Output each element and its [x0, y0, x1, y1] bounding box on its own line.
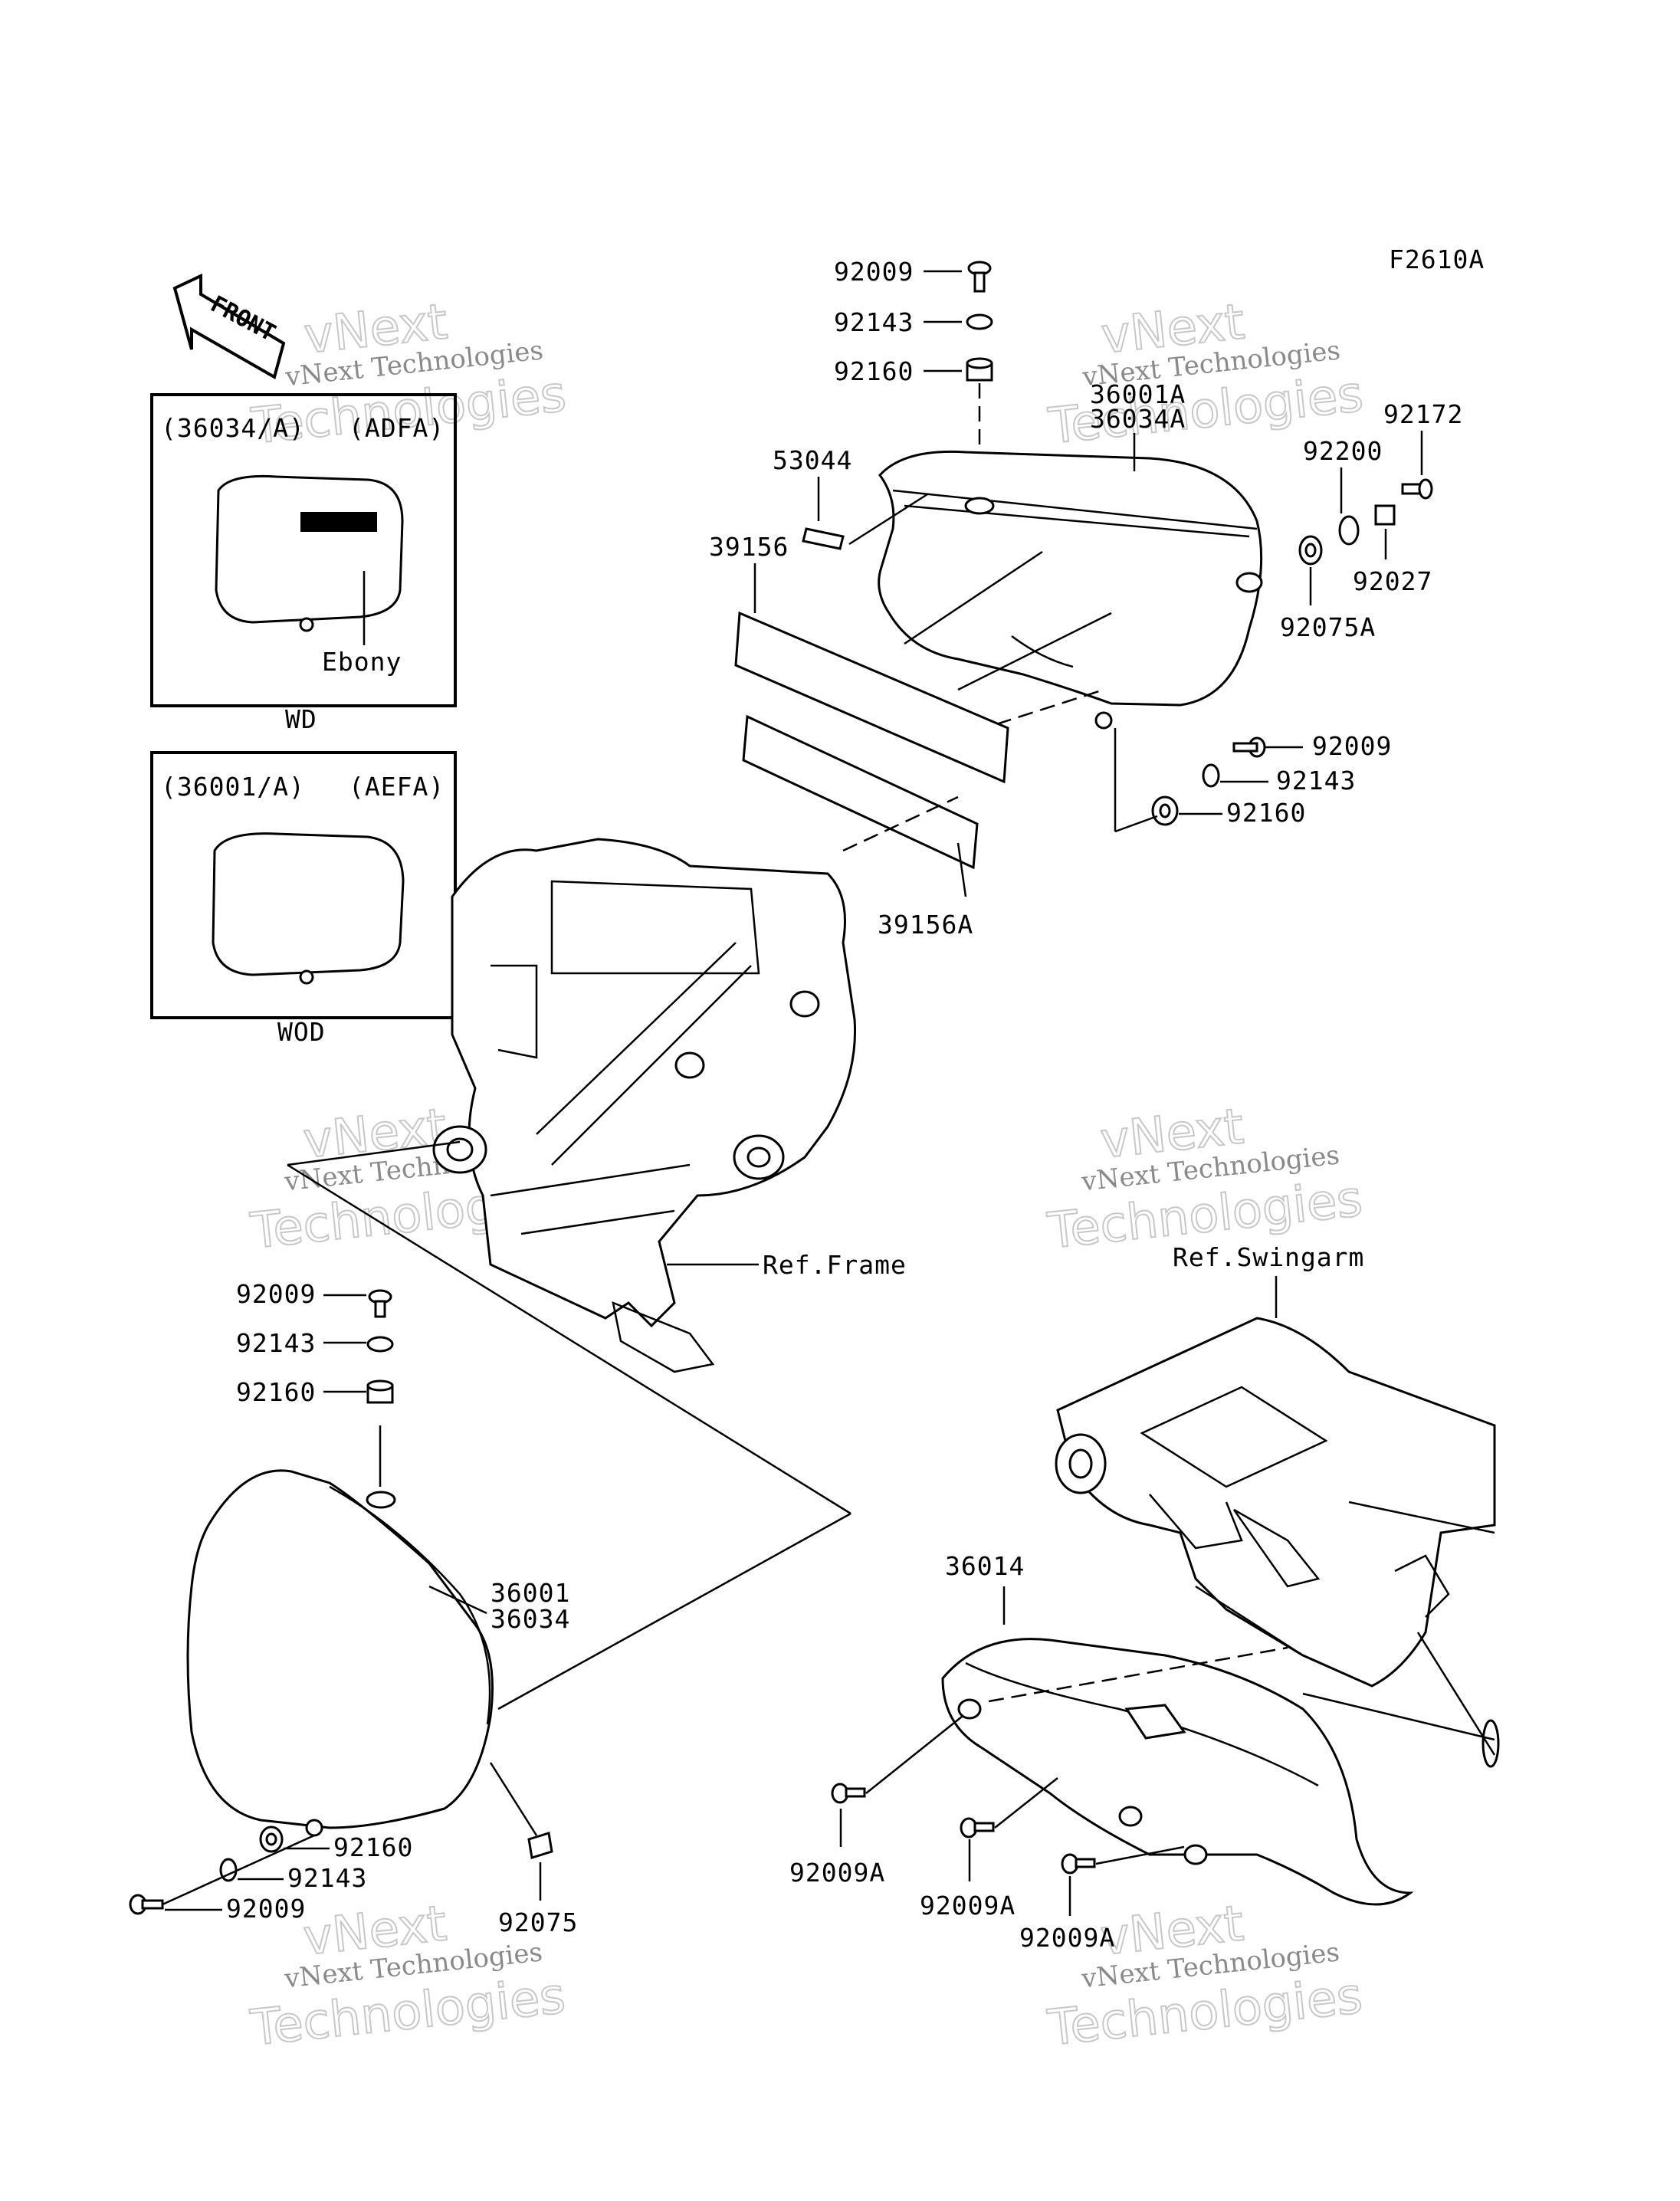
label-bolt-a1: 92009A: [789, 1858, 885, 1888]
inset-wod-part: (36001/A): [161, 772, 305, 802]
inset-wd-caption: WD: [285, 704, 317, 734]
bolt-icon: [967, 261, 992, 293]
washer-icon: [366, 1336, 394, 1353]
bolt-icon: [1061, 1853, 1096, 1875]
label-top-bolt: 92009: [834, 257, 914, 287]
inset-wod-code: (AEFA): [349, 772, 445, 802]
grommet-icon: [259, 1825, 284, 1853]
front-arrow-icon: FRONT: [172, 273, 286, 380]
inset-wd-note: Ebony: [322, 647, 402, 677]
inset-wd-panel: (36034/A) (ADFA) Ebony WD: [150, 393, 457, 734]
bolt-icon: [368, 1289, 392, 1318]
inset-wod-caption: WOD: [277, 1017, 326, 1047]
pad-39156: 39156: [709, 532, 1009, 784]
top-hardware: 92009 92143 92160: [834, 257, 993, 498]
grommet-icon: [1151, 795, 1179, 826]
label-right-bolt: 92009: [1312, 731, 1392, 761]
bolt-icon: [1232, 736, 1266, 758]
watermark-group: vNext Technologies vNext Technologies: [1044, 1097, 1366, 1261]
label-collar-92027: 92027: [1353, 566, 1432, 596]
chain-cover: 36014: [941, 1551, 1414, 1906]
label-pad-39156: 39156: [709, 532, 789, 562]
right-lower-hardware: 92009 92143 92160: [1114, 728, 1392, 833]
label-right-cover-b: 36034A: [1090, 404, 1186, 434]
label-top-grommet: 92160: [834, 356, 914, 386]
side-cover-wd-icon: [215, 474, 404, 624]
watermark-group: vNext Technologies vNext Technologies: [1044, 1894, 1366, 2058]
figure-code: F2610A: [1389, 244, 1485, 274]
label-nut-92075: 92075: [498, 1907, 578, 1937]
label-top-washer: 92143: [834, 307, 914, 337]
bolt-icon: [831, 1783, 866, 1804]
label-washer-92200: 92200: [1303, 436, 1383, 466]
label-right-washer: 92143: [1276, 766, 1356, 795]
label-pad-53044: 53044: [773, 445, 852, 475]
front-label: FRONT: [206, 290, 280, 346]
label-chain-cover: 36014: [945, 1551, 1025, 1581]
bolt-icon: [129, 1894, 164, 1915]
right-cover-hardware: 92172 92200 92027 92075A: [1280, 399, 1463, 642]
label-left-washer: 92143: [236, 1328, 316, 1358]
washer-icon: [1202, 763, 1220, 788]
washer-icon: [1338, 515, 1360, 546]
emblem-icon: [300, 512, 377, 532]
label-right-grommet: 92160: [1226, 798, 1306, 828]
inset-wod-panel: (36001/A) (AEFA) WOD: [150, 751, 457, 1047]
nut-icon: [527, 1832, 553, 1859]
watermark-group: vNext Technologies vNext Technologies: [1045, 293, 1367, 456]
label-left-low-grommet: 92160: [333, 1832, 413, 1862]
frame-drawing: Ref.Frame: [432, 838, 907, 1373]
right-side-cover: 36001A 36034A: [878, 379, 1263, 730]
label-right-cover-a: 36001A: [1090, 379, 1186, 409]
grommet-icon: [966, 357, 993, 382]
bolt-icon: [960, 1817, 995, 1839]
nut-icon: [1298, 535, 1323, 566]
inset-wd-part: (36034/A): [161, 413, 305, 443]
pad-53044: 53044: [773, 445, 928, 550]
grommet-icon: [366, 1379, 394, 1404]
label-pad-39156a: 39156A: [878, 910, 973, 940]
collar-icon: [1374, 504, 1396, 526]
inset-wd-code: (ADFA): [349, 413, 445, 443]
bolt-icon: [1401, 478, 1433, 500]
label-left-low-washer: 92143: [287, 1863, 367, 1893]
label-left-grommet: 92160: [236, 1377, 316, 1407]
label-nut-92075a: 92075A: [1280, 612, 1376, 642]
side-cover-wod-icon: [212, 832, 405, 976]
label-left-cover-a: 36001: [491, 1578, 570, 1608]
label-bolt-a3: 92009A: [1019, 1923, 1115, 1953]
label-bolt-a2: 92009A: [920, 1891, 1016, 1921]
label-ref-frame: Ref.Frame: [763, 1250, 907, 1280]
left-side-cover: 36001 36034: [186, 1140, 851, 1837]
label-ref-swingarm: Ref.Swingarm: [1173, 1242, 1364, 1272]
washer-icon: [966, 313, 993, 330]
label-left-low-bolt: 92009: [226, 1894, 306, 1924]
label-bolt-92172: 92172: [1383, 399, 1463, 429]
chain-cover-bolts: 92009A 92009A 92009A: [789, 1716, 1185, 1953]
left-hardware: 92009 92143 92160: [236, 1279, 394, 1487]
label-left-bolt: 92009: [236, 1279, 316, 1309]
swingarm-drawing: Ref.Swingarm: [1055, 1242, 1500, 1768]
pad-39156a: 39156A: [742, 714, 979, 940]
left-lower-hardware: 92160 92143 92009 92075: [129, 1762, 578, 1937]
label-left-cover-b: 36034: [491, 1604, 570, 1634]
